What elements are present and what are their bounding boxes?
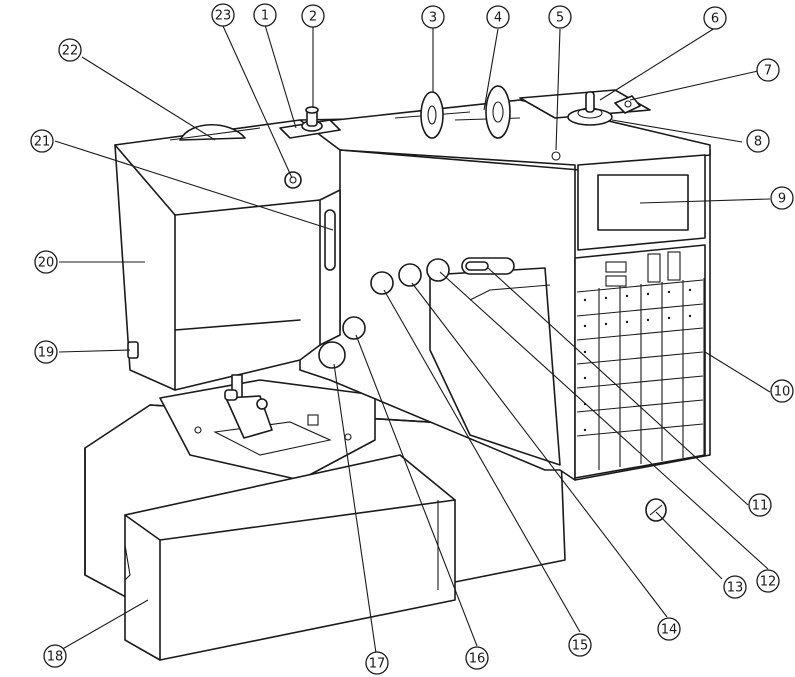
callout-circle-19	[34, 340, 58, 364]
callout-circle-23	[211, 3, 235, 27]
keypad-panel	[574, 244, 706, 479]
callout-number-18: 18	[47, 650, 64, 665]
callout-number-17: 17	[369, 657, 386, 672]
presser-foot	[224, 374, 273, 439]
leader-lines	[54, 24, 771, 661]
callout-circle-2	[301, 4, 325, 28]
callout-circle-5	[548, 5, 572, 29]
keypad-row-line	[576, 327, 704, 341]
callout-number-9: 9	[778, 192, 786, 207]
keypad-dot	[667, 290, 671, 294]
callout-number-15: 15	[572, 639, 589, 654]
callout-circle-8	[746, 129, 770, 153]
callout-circle-15	[568, 633, 592, 657]
callout-circle-10	[770, 379, 794, 403]
keypad-dot	[688, 314, 692, 318]
foot-control-jack	[645, 498, 667, 522]
keypad-dot	[604, 322, 608, 326]
keypad-row-line	[576, 303, 704, 317]
keypad-dot	[583, 428, 587, 432]
callout-number-8: 8	[754, 135, 762, 150]
spool-pins	[394, 85, 521, 139]
callout-circle-18	[43, 644, 67, 668]
keypad-dot	[646, 292, 650, 296]
keypad-row-line	[576, 351, 704, 365]
callout-circle-13	[723, 575, 747, 599]
keypad-dot	[583, 350, 587, 354]
thread-guide-assembly	[279, 106, 341, 189]
callout-number-21: 21	[34, 135, 51, 150]
keypad-row-line	[576, 375, 704, 389]
callout-circle-3	[421, 5, 445, 29]
keypad-row-line	[576, 279, 704, 293]
callout-circle-9	[770, 186, 794, 210]
face-cover	[114, 119, 341, 391]
callout-number-14: 14	[661, 623, 678, 638]
callout-circle-6	[703, 6, 727, 30]
keypad-dot	[604, 296, 608, 300]
callout-circle-17	[365, 651, 389, 675]
callout-number-7: 7	[764, 64, 772, 79]
callout-number-5: 5	[556, 11, 564, 26]
keypad-dot	[667, 316, 671, 320]
keypad-dot	[583, 324, 587, 328]
keypad-row-line	[576, 423, 704, 437]
callout-circle-11	[748, 493, 772, 517]
callout-number-2: 2	[309, 10, 317, 25]
callout-circle-14	[657, 617, 681, 641]
callout-number-6: 6	[711, 12, 719, 27]
function-buttons	[318, 258, 450, 369]
callout-number-1: 1	[261, 9, 269, 24]
callout-number-22: 22	[62, 44, 79, 59]
callout-circle-22	[58, 38, 82, 62]
callout-number-11: 11	[752, 499, 769, 514]
callout-circle-1	[253, 3, 277, 27]
callout-circle-20	[34, 250, 58, 274]
bobbin-winder	[519, 89, 651, 161]
callout-number-10: 10	[774, 385, 791, 400]
callout-number-13: 13	[727, 581, 744, 596]
callout-circle-7	[756, 58, 780, 82]
callout-circle-16	[465, 646, 489, 670]
callout-circle-12	[756, 569, 780, 593]
speed-slider	[461, 257, 515, 275]
callout-number-4: 4	[494, 11, 502, 26]
callout-number-3: 3	[429, 11, 437, 26]
callout-circle-21	[30, 129, 54, 153]
keypad-dot	[688, 288, 692, 292]
callout-number-23: 23	[215, 9, 232, 24]
extension-table	[124, 454, 456, 661]
callout-number-16: 16	[469, 652, 486, 667]
keypad-dot	[646, 318, 650, 322]
callout-number-12: 12	[760, 575, 777, 590]
keypad-dot	[583, 298, 587, 302]
keypad-dot	[625, 294, 629, 298]
keypad-dot	[583, 376, 587, 380]
callout-circle-4	[486, 5, 510, 29]
callout-number-19: 19	[38, 346, 55, 361]
callout-number-20: 20	[38, 256, 55, 271]
keypad-dot	[625, 320, 629, 324]
